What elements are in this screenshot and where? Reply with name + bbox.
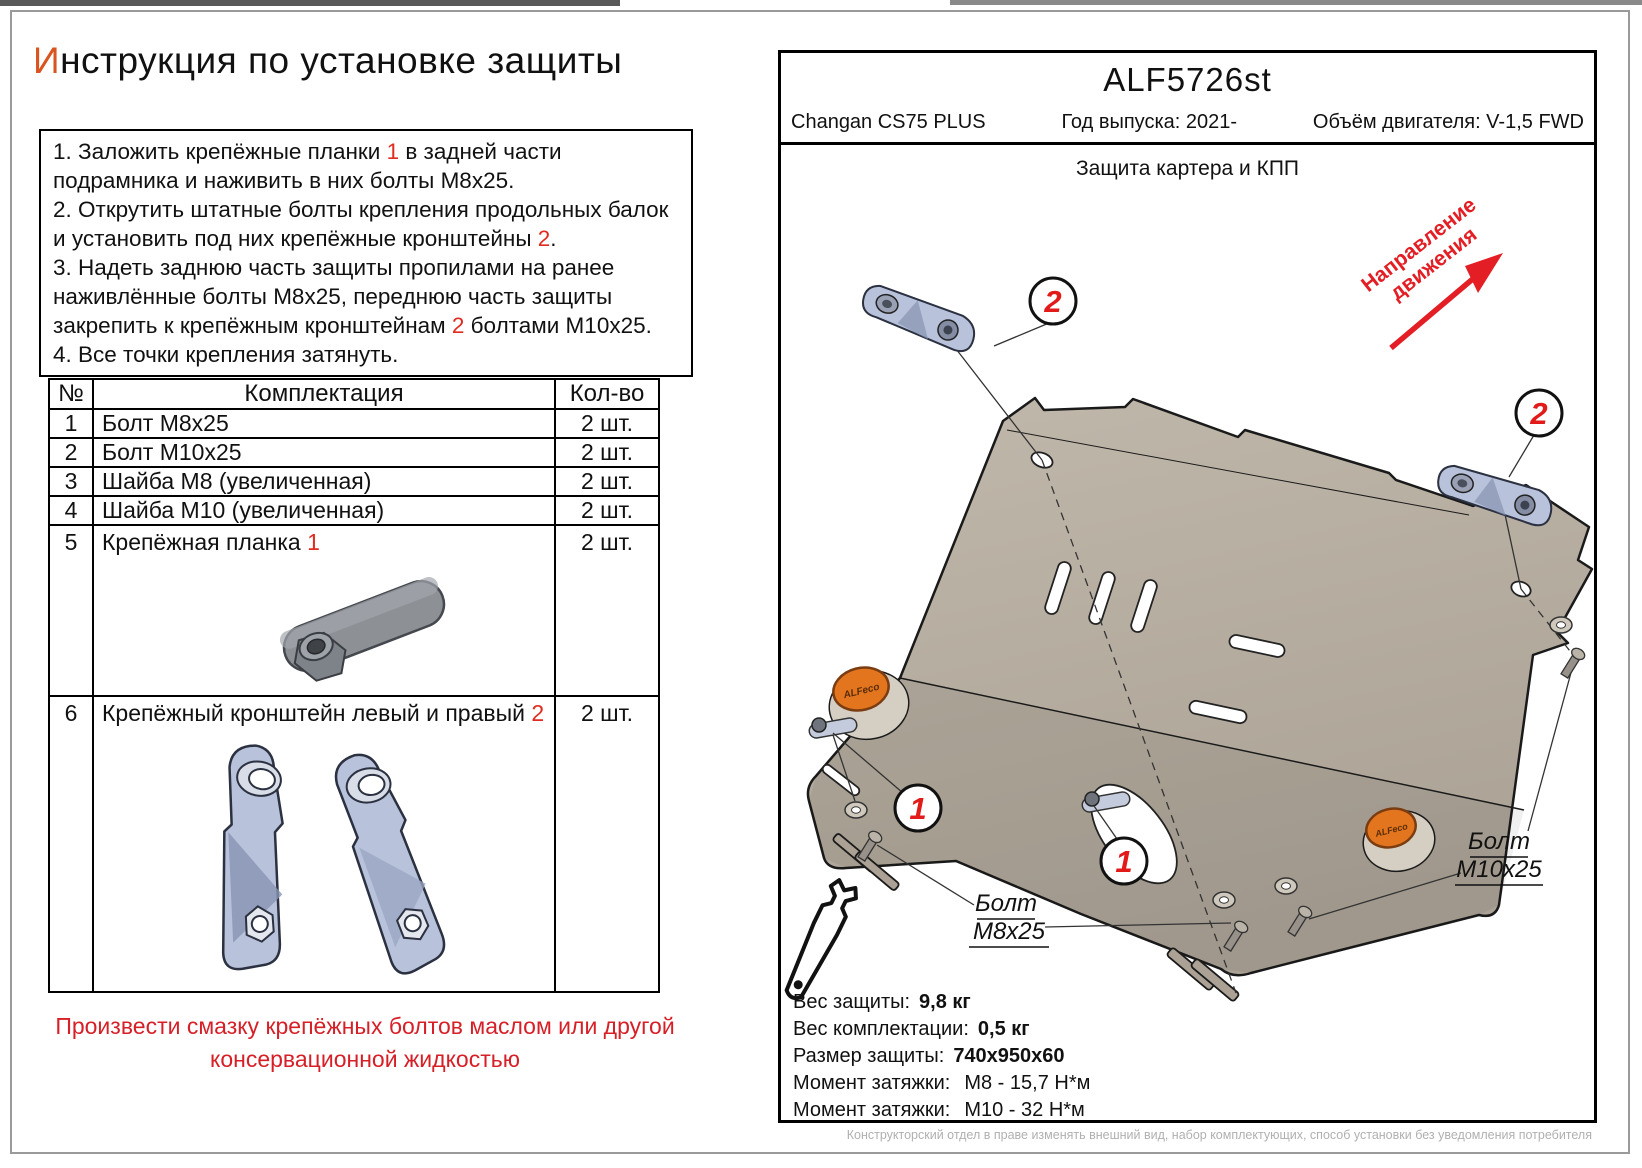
bolt-labels: Болт М8х25 Болт М10х25 [969,828,1543,948]
brand-badge [1365,807,1417,849]
spec-block: Вес защиты:9,8 кг Вес комплектации:0,5 к… [793,989,1090,1124]
spec-line: Вес защиты:9,8 кг [793,991,971,1013]
washers-and-bolts [844,616,1586,952]
mounting-plate-image [279,577,446,682]
col-header-num: № [48,378,94,410]
table-row: 3 Шайба М8 (увеличенная) 2 шт. [48,466,660,497]
table-row: 6 Крепёжный кронштейн левый и правый 2 [48,695,660,993]
direction-arrow [1389,269,1483,351]
part-code: ALF5726st [1103,61,1272,98]
cell-num: 5 [48,524,94,697]
cell-qty: 2 шт. [554,524,660,697]
svg-text:М10х25: М10х25 [1456,856,1542,883]
svg-text:1: 1 [909,791,926,826]
callout-2: 2 [1514,388,1564,438]
cell-qty: 2 шт. [554,437,660,468]
parts-table: № Комплектация Кол-во 1 Болт М8х25 2 шт.… [48,378,660,993]
spec-line: Вес комплектации:0,5 кг [793,1018,1030,1040]
spec-line: Размер защиты:740x950x60 [793,1045,1065,1067]
instruction-step: 1. Заложить крепёжные планки 1 в задней … [53,139,562,193]
callout-2: 2 [1028,276,1078,326]
cell-num: 1 [48,408,94,439]
skid-plate: ALFeco ALFeco [806,396,1594,1002]
cell-num: 3 [48,466,94,497]
leader-lines [832,322,1573,928]
table-row: 1 Болт М8х25 2 шт. [48,408,660,439]
vehicle-engine: Объём двигателя: V-1,5 FWD [1312,111,1584,133]
cell-qty: 2 шт. [554,495,660,526]
svg-text:2: 2 [1043,284,1061,319]
vehicle-year: Год выпуска: 2021- [1061,111,1238,133]
col-header-qty: Кол-во [554,378,660,410]
callout-1: 1 [893,783,943,833]
brand-badge [832,666,890,712]
panel-header: ALF5726st Changan CS75 PLUS Год выпуска:… [781,53,1594,145]
mounting-brackets-image [221,744,446,975]
svg-text:1: 1 [1115,844,1132,879]
page-border-frame [10,10,1630,1154]
cell-qty: 2 шт. [554,408,660,439]
cell-num: 4 [48,495,94,526]
instruction-box: 1. Заложить крепёжные планки 1 в задней … [39,129,693,377]
instruction-step: 4. Все точки крепления затянуть. [53,342,399,367]
table-row: 4 Шайба М10 (увеличенная) 2 шт. [48,495,660,526]
wrench-icon [784,878,858,1001]
scan-artifact [950,0,1642,5]
direction-of-travel: Направление движения [1357,193,1503,351]
bolt-m8-label: Болт [975,890,1037,917]
table-row: 2 Болт М10х25 2 шт. [48,437,660,468]
cell-name: Болт М8х25 [92,408,556,439]
page-title: Инструкция по установке защиты [33,40,622,82]
instruction-step: 2. Открутить штатные болты крепления про… [53,197,669,251]
cell-num: 2 [48,437,94,468]
scan-artifact [0,0,620,6]
col-header-name: Комплектация [92,378,556,410]
instruction-step: 3. Надеть заднюю часть защиты пропилами … [53,255,652,338]
cell-name: Крепёжная планка 1 [92,524,556,697]
callouts: 2 2 1 1 [893,276,1564,886]
spec-line: Момент затяжки:М8 - 15,7 Н*м [793,1072,1091,1094]
bracket-part [861,284,1553,527]
callout-1: 1 [1099,836,1149,886]
cell-name: Шайба М8 (увеличенная) [92,466,556,497]
title-text: нструкция по установке защиты [60,40,623,81]
lubrication-note: Произвести смазку крепёжных болтов масло… [55,1013,675,1072]
table-header-row: № Комплектация Кол-во [48,378,660,410]
drawing-panel: ALFeco ALFeco [778,50,1597,1123]
cell-qty: 2 шт. [554,695,660,993]
cell-qty: 2 шт. [554,466,660,497]
instruction-list: 1. Заложить крепёжные планки 1 в задней … [53,137,679,369]
drawing-subtitle: Защита картера и КПП [1075,157,1300,180]
title-accent-letter: И [33,40,61,81]
cell-num: 6 [48,695,94,993]
disclaimer: Конструкторский отдел в праве изменять в… [846,1128,1592,1142]
technical-drawing: ALFeco ALFeco [784,193,1594,1002]
cell-name: Крепёжный кронштейн левый и правый 2 [92,695,556,993]
svg-text:2: 2 [1529,396,1547,431]
table-row: 5 Крепёжная планка 1 2 шт. [48,524,660,697]
cell-name: Болт М10х25 [92,437,556,468]
svg-text:М8х25: М8х25 [973,918,1046,945]
cell-name: Шайба М10 (увеличенная) [92,495,556,526]
vehicle-meta: Changan CS75 PLUS Год выпуска: 2021- Объ… [781,111,1594,134]
bolt-m10-label: Болт [1468,828,1530,855]
vehicle-model: Changan CS75 PLUS [791,111,986,133]
spec-line: Момент затяжки:М10 - 32 Н*м [793,1099,1085,1121]
axis-line [1041,459,1237,994]
